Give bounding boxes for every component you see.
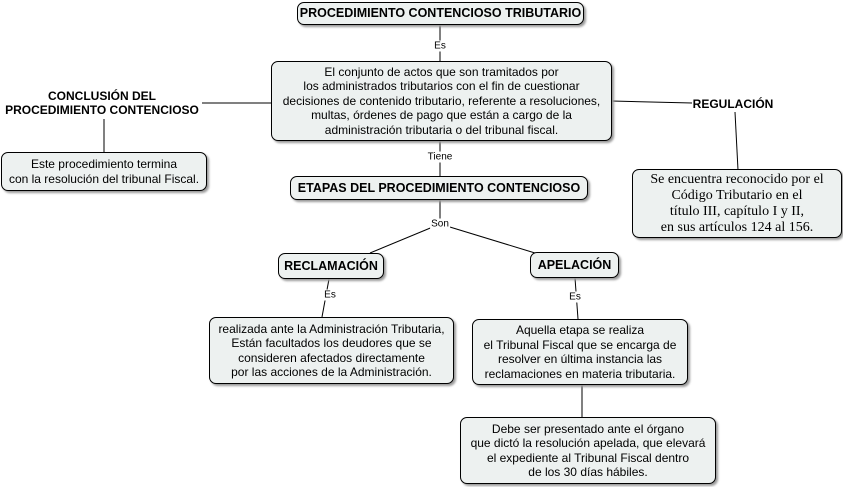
line-son-apelacion — [439, 223, 536, 254]
apelacion-title: APELACIÓN — [537, 257, 612, 272]
link-label-tiene: Tiene — [426, 151, 454, 163]
definition-text: El conjunto de actos que son tramitados … — [282, 64, 601, 137]
line-regulation-text — [734, 111, 739, 171]
conclusion-node: Este procedimiento termina con la resolu… — [1, 152, 207, 191]
apelacion-detail-node: Debe ser presentado ante el órgano que d… — [460, 417, 716, 484]
apelacion-text: Aquella etapa se realiza el Tribunal Fis… — [483, 323, 677, 381]
apelacion-text-node: Aquella etapa se realiza el Tribunal Fis… — [472, 319, 688, 385]
conclusion-text: Este procedimiento termina con la resolu… — [8, 157, 200, 186]
stages-node: ETAPAS DEL PROCEDIMIENTO CONTENCIOSO — [290, 176, 588, 200]
link-label-es-3: Es — [568, 291, 582, 303]
reclamacion-node: RECLAMACIÓN — [278, 253, 384, 279]
apelacion-detail-text: Debe ser presentado ante el órgano que d… — [470, 421, 706, 480]
regulation-text: Se encuentra reconocido por el Código Tr… — [650, 171, 824, 235]
link-label-son: Son — [430, 218, 450, 230]
link-label-es-2: Es — [323, 289, 337, 301]
reclamacion-text-node: realizada ante la Administración Tributa… — [209, 317, 454, 384]
regulation-node: Se encuentra reconocido por el Código Tr… — [632, 169, 842, 238]
reclamacion-title: RECLAMACIÓN — [284, 258, 378, 273]
conclusion-title: CONCLUSIÓN DEL PROCEDIMIENTO CONTENCIOSO — [5, 89, 199, 117]
reclamacion-text: realizada ante la Administración Tributa… — [218, 321, 445, 380]
definition-node: El conjunto de actos que son tramitados … — [271, 61, 612, 141]
stages-title: ETAPAS DEL PROCEDIMIENTO CONTENCIOSO — [297, 180, 581, 195]
main-title-text: PROCEDIMIENTO CONTENCIOSO TRIBUTARIO — [299, 6, 582, 21]
line-definition-regulation — [611, 100, 693, 104]
regulation-title: REGULACIÓN — [692, 97, 774, 111]
link-label-es-1: Es — [433, 40, 447, 52]
apelacion-node: APELACIÓN — [530, 252, 619, 278]
main-title-node: PROCEDIMIENTO CONTENCIOSO TRIBUTARIO — [297, 2, 584, 25]
line-son-reclamacion — [369, 223, 441, 254]
